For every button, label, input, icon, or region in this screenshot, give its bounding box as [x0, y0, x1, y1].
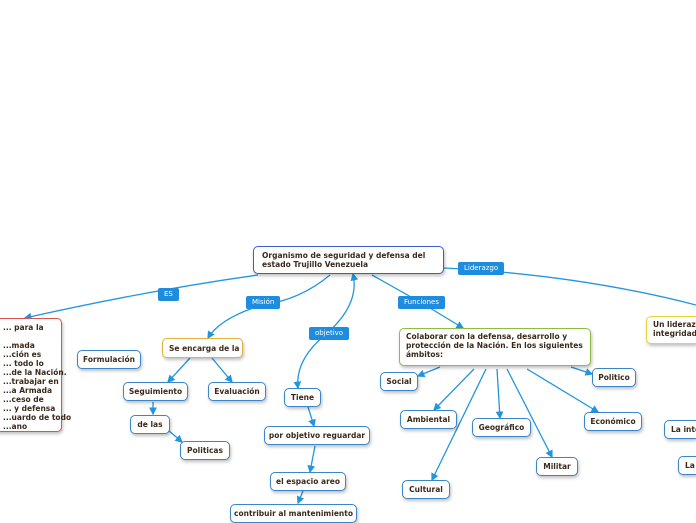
edge-delas-politicas	[167, 429, 183, 443]
edge-objetivo	[293, 334, 326, 390]
link-objetivo[interactable]: objetivo	[309, 327, 350, 340]
seguimiento-node[interactable]: Seguimiento	[123, 382, 188, 401]
politicas-label: Politicas	[187, 446, 223, 455]
edge-func-militar	[506, 368, 553, 459]
de-las-node[interactable]: de las	[130, 415, 170, 434]
la-inte-node[interactable]: La inte	[664, 420, 696, 439]
la-node[interactable]: La	[678, 456, 696, 475]
mision-node[interactable]: Se encarga de la	[162, 338, 243, 358]
root-label: Organismo de seguridad y defensa del est…	[262, 251, 426, 269]
geografico-node[interactable]: Geográfico	[472, 418, 531, 437]
reguardar-label: por objetivo reguardar	[268, 431, 366, 440]
edge-func-politico	[570, 366, 594, 376]
edge-espacio-contribuir	[296, 490, 305, 505]
cultural-label: Cultural	[409, 485, 443, 494]
link-mision[interactable]: Misión	[246, 296, 281, 309]
evaluacion-label: Evaluación	[214, 387, 260, 396]
militar-label: Militar	[543, 462, 571, 471]
cultural-node[interactable]: Cultural	[402, 480, 450, 499]
edge-tiene-reguardar	[307, 406, 316, 428]
formulacion-label: Formulación	[83, 355, 135, 364]
contribuir-label: contribuir al mantenimiento	[234, 509, 353, 518]
contribuir-node[interactable]: contribuir al mantenimiento	[230, 504, 357, 523]
la-label: La	[685, 461, 695, 470]
seguimiento-label: Seguimiento	[128, 387, 183, 396]
link-funciones[interactable]: Funciones	[398, 296, 445, 309]
social-label: Social	[386, 377, 412, 386]
funciones-node[interactable]: Colaborar con la defensa, desarrollo y p…	[399, 328, 591, 366]
militar-node[interactable]: Militar	[536, 457, 578, 476]
edge-objetivo-up	[324, 272, 359, 336]
funciones-label: Colaborar con la defensa, desarrollo y p…	[406, 332, 583, 359]
espacio-label: el espacio areo	[275, 477, 341, 486]
edge-mision-evaluacion	[211, 357, 233, 383]
liderazgo-node[interactable]: Un liderazgo integridad	[646, 316, 696, 344]
ambiental-label: Ambiental	[406, 415, 451, 424]
reguardar-node[interactable]: por objetivo reguardar	[264, 426, 370, 445]
es-node[interactable]: ... para la ...mada ...ción es ... todo …	[0, 318, 71, 432]
root-node[interactable]: Organismo de seguridad y defensa del est…	[253, 246, 444, 274]
edge-func-economico	[526, 368, 600, 413]
espacio-aereo-node[interactable]: el espacio areo	[270, 472, 346, 491]
edge-root-es	[23, 274, 259, 321]
link-liderazgo[interactable]: Liderazgo	[458, 262, 505, 275]
edge-func-ambiental	[433, 368, 475, 411]
es-text: ... para la ...mada ...ción es ... todo …	[3, 323, 72, 431]
mision-label: Se encarga de la	[169, 343, 240, 353]
de-las-label: de las	[137, 420, 163, 429]
economico-label: Económico	[590, 417, 636, 426]
tiene-label: Tiene	[290, 393, 315, 402]
formulacion-node[interactable]: Formulación	[77, 350, 141, 369]
ambiental-node[interactable]: Ambiental	[400, 410, 457, 429]
edge-func-cultural	[431, 368, 487, 482]
edge-reguardar-espacio	[307, 445, 316, 474]
politico-label: Politico	[598, 373, 630, 382]
tiene-node[interactable]: Tiene	[284, 388, 321, 407]
edge-func-social	[416, 366, 441, 378]
social-node[interactable]: Social	[380, 372, 418, 391]
evaluacion-node[interactable]: Evaluación	[208, 382, 266, 401]
geografico-label: Geográfico	[478, 423, 525, 432]
la-inte-label: La inte	[671, 425, 696, 434]
edge-func-geografico	[495, 368, 504, 420]
politico-node[interactable]: Politico	[592, 368, 636, 387]
edge-mision-seguimiento	[167, 357, 191, 383]
politicas-node[interactable]: Politicas	[180, 441, 230, 460]
liderazgo-label: Un liderazgo integridad	[653, 320, 696, 338]
link-es[interactable]: ES	[158, 288, 179, 301]
economico-node[interactable]: Económico	[584, 412, 642, 431]
